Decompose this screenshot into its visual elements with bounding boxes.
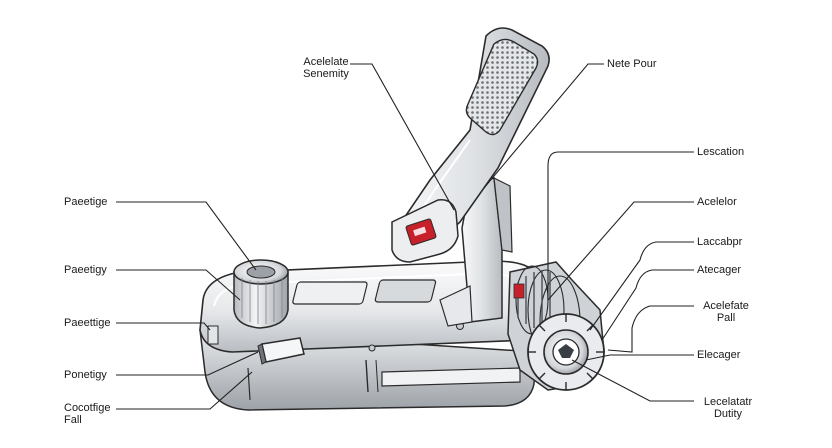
base-slot-2 bbox=[374, 279, 437, 303]
callout-left-3: Paeettige bbox=[64, 317, 111, 329]
leader-right-4 bbox=[601, 269, 694, 341]
leader-right-1 bbox=[547, 151, 694, 300]
pedal-support bbox=[439, 176, 513, 327]
leader-top-right bbox=[483, 63, 604, 189]
leader-left-3 bbox=[116, 322, 211, 331]
leader-left-4 bbox=[116, 351, 259, 376]
leader-right-5 bbox=[607, 305, 694, 353]
callout-top-right: Nete Pour bbox=[607, 58, 657, 70]
callout-left-5-line1: Cocotfige bbox=[64, 402, 111, 414]
leader-top-left bbox=[350, 63, 455, 211]
callout-left-5: Cocotfige Fall bbox=[64, 402, 110, 426]
callout-left-2: Paeetigy bbox=[64, 264, 107, 276]
callout-left-1: Paeetige bbox=[64, 196, 108, 208]
callout-right-6: Elecager bbox=[697, 349, 741, 361]
leader-right-2 bbox=[547, 201, 694, 301]
right-hub bbox=[507, 261, 605, 391]
callout-right-2: Acelelor bbox=[697, 196, 737, 208]
callout-right-1: Lescation bbox=[697, 146, 745, 158]
callout-left-4: Ponetigy bbox=[64, 369, 107, 381]
leader-left-5 bbox=[116, 371, 253, 410]
callout-right-5: Acelefate Pall bbox=[697, 300, 755, 324]
pedal-pad bbox=[465, 38, 539, 136]
callout-top-left-line2: Senemity bbox=[303, 68, 349, 80]
callout-right-5-line1: Acelefate bbox=[703, 300, 749, 312]
pedal-arm bbox=[391, 27, 550, 263]
callout-right-3: Laccabpr bbox=[697, 236, 743, 248]
leader-right-6 bbox=[585, 354, 694, 361]
callout-top-left-line1: Acelelate bbox=[303, 56, 349, 68]
leader-left-1 bbox=[116, 201, 257, 271]
leader-right-3 bbox=[589, 241, 694, 331]
left-knob bbox=[233, 259, 289, 329]
rivet bbox=[368, 344, 376, 352]
callout-left-5-line2: Fall bbox=[64, 414, 82, 426]
callout-right-7-line2: Dutity bbox=[713, 408, 743, 420]
base-front-groove bbox=[381, 367, 521, 387]
leader-lines bbox=[116, 63, 694, 410]
callout-right-7: Lecelatatr Dutity bbox=[697, 396, 759, 420]
callout-top-left: Acelelate Senemity bbox=[296, 56, 356, 80]
front-connector bbox=[257, 337, 305, 365]
callout-right-7-line1: Lecelatatr bbox=[703, 396, 753, 408]
callout-right-5-line2: Pall bbox=[716, 312, 736, 324]
leader-right-7 bbox=[571, 359, 694, 402]
base-slot-1 bbox=[292, 281, 368, 305]
callout-right-4: Atecager bbox=[697, 264, 742, 276]
leader-left-2 bbox=[116, 269, 241, 301]
